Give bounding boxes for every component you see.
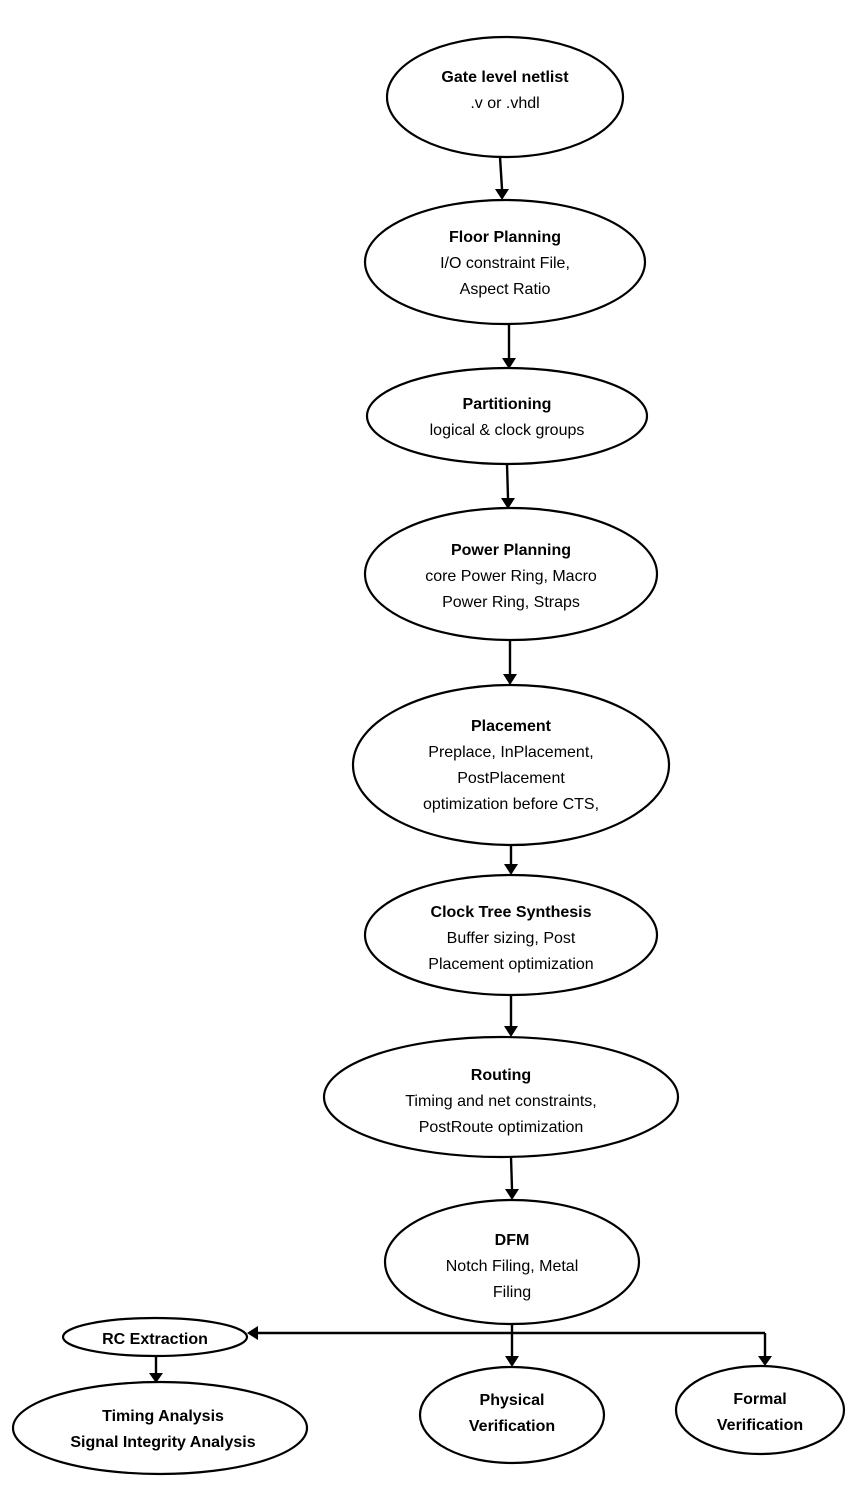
node-detail: Preplace, InPlacement,	[428, 744, 593, 761]
connector-floor-partition	[502, 324, 516, 369]
node-routing: Routing Timing and net constraints, Post…	[322, 1035, 680, 1159]
node-partitioning: Partitioning logical & clock groups	[365, 366, 649, 466]
node-detail: Filing	[493, 1284, 531, 1301]
connector-placement-cts	[504, 845, 518, 875]
node-title: Routing	[471, 1067, 531, 1084]
node-detail: Placement optimization	[428, 956, 593, 973]
node-physical-verification: Physical Verification	[418, 1365, 606, 1465]
node-detail: I/O constraint File,	[440, 255, 570, 272]
node-gate-level-netlist: Gate level netlist .v or .vhdl	[385, 35, 625, 159]
node-detail: core Power Ring, Macro	[425, 568, 597, 585]
node-title: Formal	[733, 1391, 786, 1408]
node-power-planning: Power Planning core Power Ring, Macro Po…	[363, 506, 659, 642]
node-detail: PostPlacement	[457, 770, 565, 787]
node-title: Clock Tree Synthesis	[431, 904, 592, 921]
node-clock-tree-synthesis: Clock Tree Synthesis Buffer sizing, Post…	[363, 873, 659, 997]
node-detail: PostRoute optimization	[419, 1119, 584, 1136]
node-title: Placement	[471, 718, 552, 735]
node-title: Verification	[717, 1417, 803, 1434]
node-detail: logical & clock groups	[430, 422, 585, 439]
node-detail: Power Ring, Straps	[442, 594, 580, 611]
connector-power-placement	[503, 640, 517, 685]
node-detail: .v or .vhdl	[470, 95, 539, 112]
node-dfm: DFM Notch Filing, Metal Filing	[383, 1198, 641, 1326]
node-detail: Aspect Ratio	[460, 281, 551, 298]
node-detail: optimization before CTS,	[423, 796, 599, 813]
node-title: Power Planning	[451, 542, 571, 559]
node-title: Physical	[480, 1392, 545, 1409]
node-formal-verification: Formal Verification	[674, 1364, 846, 1456]
node-floor-planning: Floor Planning I/O constraint File, Aspe…	[363, 198, 647, 326]
node-title: Timing Analysis	[102, 1408, 224, 1425]
node-title: Floor Planning	[449, 229, 561, 246]
node-rc-extraction: RC Extraction	[61, 1316, 249, 1358]
node-detail: Notch Filing, Metal	[446, 1258, 579, 1275]
node-timing-analysis: Timing Analysis Signal Integrity Analysi…	[11, 1380, 309, 1476]
node-title: Signal Integrity Analysis	[70, 1434, 255, 1451]
node-title: Gate level netlist	[441, 69, 569, 86]
connector-rc-timing	[149, 1356, 163, 1383]
connector-routing-dfm	[505, 1156, 519, 1200]
connector-netlist-floor	[495, 156, 509, 200]
node-title: DFM	[495, 1232, 530, 1249]
connector-cts-routing	[504, 995, 518, 1037]
node-detail: Buffer sizing, Post	[447, 930, 576, 947]
node-detail: Timing and net constraints,	[405, 1093, 597, 1110]
node-title: RC Extraction	[102, 1331, 208, 1348]
node-title: Partitioning	[463, 396, 552, 413]
node-title: Verification	[469, 1418, 555, 1435]
node-placement: Placement Preplace, InPlacement, PostPla…	[351, 683, 671, 847]
connector-partition-power	[501, 463, 515, 509]
connector-dfm-branch	[247, 1324, 772, 1367]
